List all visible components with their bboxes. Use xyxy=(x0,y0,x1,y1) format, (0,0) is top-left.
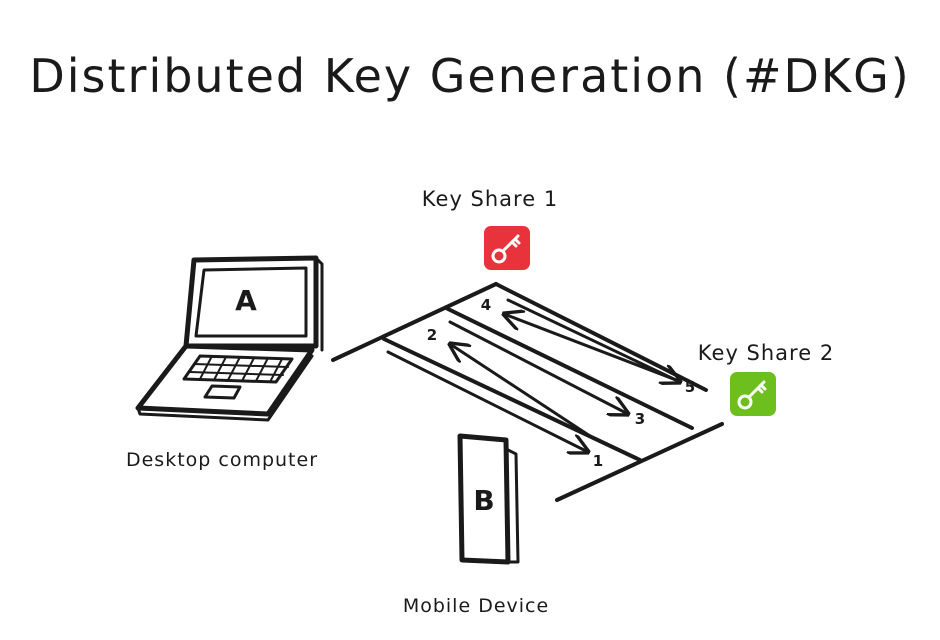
channel-lines xyxy=(331,282,724,502)
arrow-step-1 xyxy=(386,350,588,452)
key-share-2-icon xyxy=(730,372,776,416)
key-share-1-icon xyxy=(484,226,530,270)
step-number-5: 5 xyxy=(685,378,695,396)
mobile-device-icon xyxy=(457,433,520,565)
step-number-4: 4 xyxy=(481,296,491,314)
arrow-step-5 xyxy=(506,298,680,382)
mobile-letter: B xyxy=(473,484,494,517)
desktop-label: Desktop computer xyxy=(126,449,318,471)
desktop-letter: A xyxy=(235,284,257,317)
step-number-2: 2 xyxy=(427,326,437,344)
arrow-step-3 xyxy=(448,320,628,414)
step-number-3: 3 xyxy=(635,410,645,428)
key-share-1-label: Key Share 1 xyxy=(422,187,558,211)
step-number-1: 1 xyxy=(593,452,603,470)
key-share-2-label: Key Share 2 xyxy=(698,341,834,365)
desktop-computer-icon xyxy=(135,255,324,422)
arrow-step-2 xyxy=(450,344,592,438)
message-arrows xyxy=(386,298,680,452)
arrow-step-4 xyxy=(504,314,678,382)
diagram-title: Distributed Key Generation (#DKG) xyxy=(29,49,910,103)
mobile-label: Mobile Device xyxy=(403,595,549,617)
